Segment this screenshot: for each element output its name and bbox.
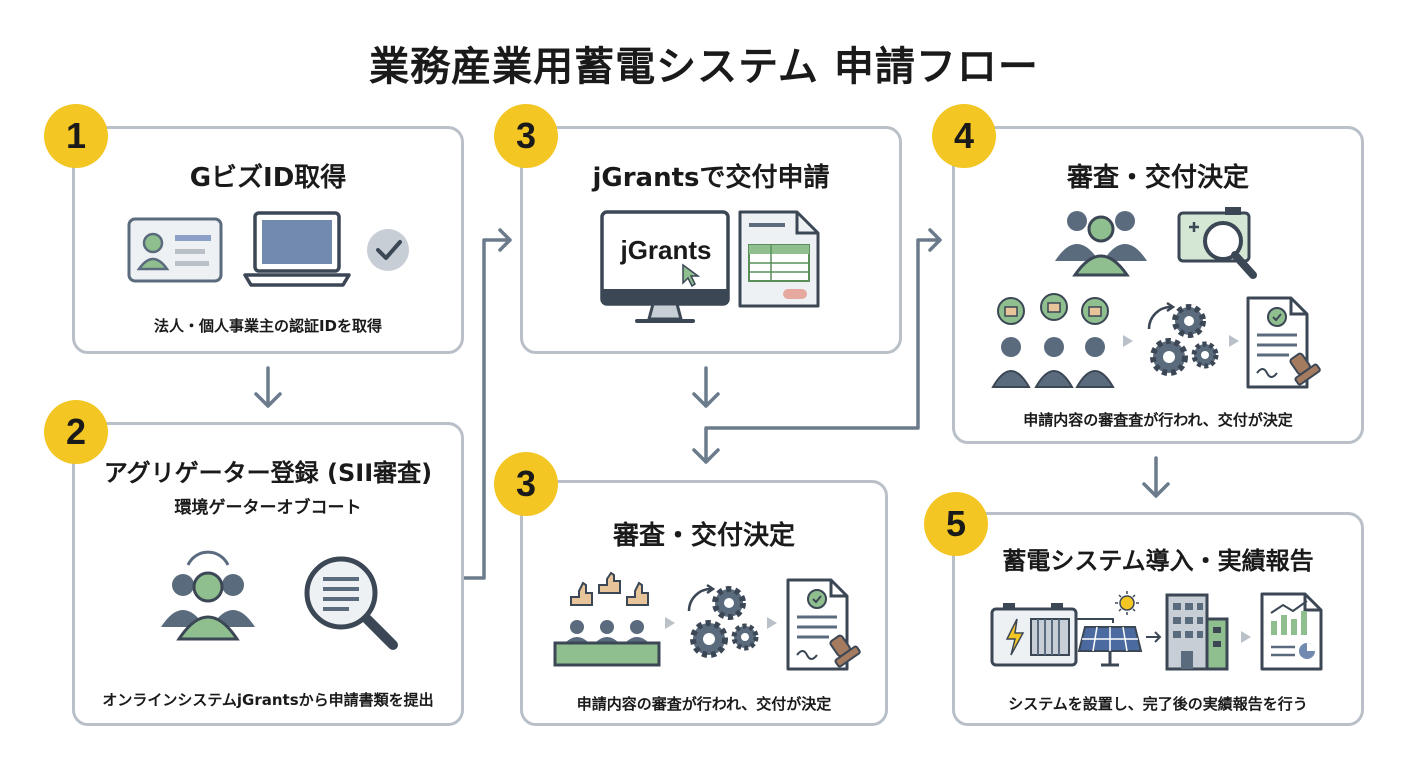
page-title: 業務産業用蓄電システム 申請フロー [369,44,1039,90]
certificate-icon [1246,296,1321,389]
step-title: 審査・交付決定 [1066,163,1249,193]
review-panel-icon [553,571,661,667]
thumbs-up-people-icon [991,293,1115,388]
step-title: GビズID取得 [189,163,347,193]
step-description: システムを設置し、完了後の実績報告を行う [1008,695,1308,713]
step-arrow-small [1229,335,1239,347]
id-card-icon [127,217,223,283]
arrow-2-to-3 [462,228,512,580]
step-title: 審査・交付決定 [612,521,795,551]
certificate-icon [786,578,861,671]
step-badge-3b: 3 [494,452,558,516]
step-arrow-small [665,617,675,629]
step-card-2: アグリゲーター登録 (SII審査) 環境ゲーターオブコート オンラインシステムj… [72,422,464,726]
step-card-1: GビズID取得 法人・個人事業主の認証IDを取得 [72,126,464,354]
gears-icon [687,583,759,658]
step-subtitle: 環境ゲーターオブコート [174,498,362,518]
step-arrow-small [1123,335,1133,347]
form-document-icon [738,210,820,308]
step-badge-4: 4 [932,104,996,168]
camera-magnifier-icon [1177,207,1257,279]
step-description: オンラインシステムjGrantsから申請書類を提出 [102,691,434,709]
step-badge-5: 5 [924,492,988,556]
step-card-4: 審査・交付決定 [952,126,1364,444]
laptop-icon [243,211,351,287]
building-icon [1165,593,1229,671]
solar-panel-icon [1077,591,1143,667]
jgrants-screen-text: jGrants [620,235,712,265]
arrow-3-to-3b [692,366,720,408]
step-title: jGrantsで交付申請 [592,163,830,193]
step-card-3: jGrantsで交付申請 jGrants [520,126,902,354]
step-title: アグリゲーター登録 (SII審査) [103,459,433,487]
step-badge-3: 3 [494,104,558,168]
magnifier-document-icon [304,556,398,650]
step-description: 申請内容の審査が行われ、交付が決定 [576,695,832,713]
report-chart-icon [1260,592,1323,671]
step-arrow-small [767,617,777,629]
step-card-3b: 審査・交付決定 申請内容の [520,480,888,726]
step-description: 申請内容の審査査が行われ、交付が決定 [1023,411,1293,429]
check-icon [367,229,409,271]
step-badge-2: 2 [44,400,108,464]
monitor-icon [600,210,730,323]
step-arrow-small [1241,631,1251,643]
people-group-icon [161,550,255,641]
step-description: 法人・個人事業主の認証IDを取得 [153,317,383,335]
step-badge-1: 1 [44,104,108,168]
flow-arrow-right [1146,631,1162,643]
arrow-3b-to-4 [692,228,942,464]
step-title: 蓄電システム導入・実績報告 [1002,547,1314,575]
arrow-4-to-5 [1142,456,1170,498]
battery-icon [990,603,1078,667]
people-group-icon [1055,211,1147,277]
arrow-1-to-2 [254,366,282,408]
step-card-5: 蓄電システム導入・実績報告 [952,512,1364,726]
gears-icon [1147,301,1219,376]
